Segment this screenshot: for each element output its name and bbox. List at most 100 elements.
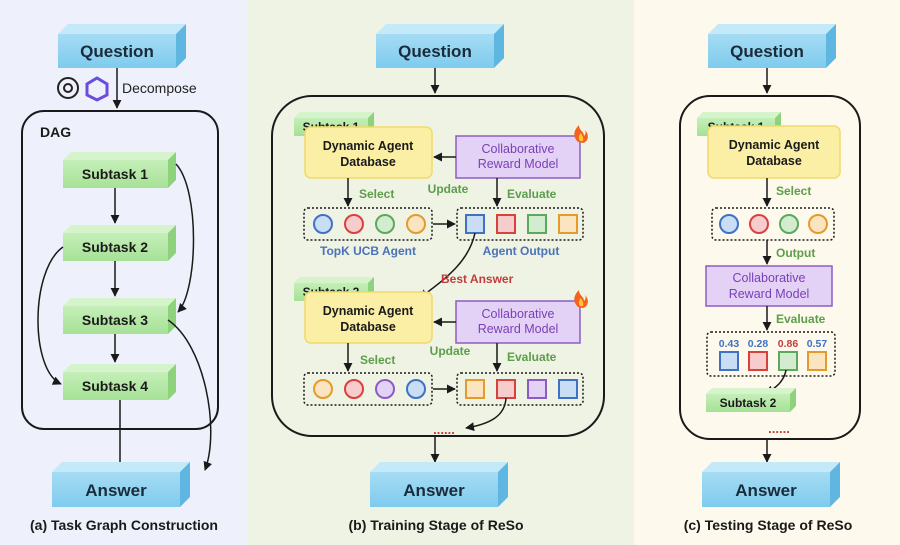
db-c-line1: Dynamic Agent: [729, 138, 820, 152]
agent-red-circle: [344, 379, 364, 399]
agent-orange-circle: [808, 214, 828, 234]
testing-container: [679, 95, 861, 440]
question-box-c: Question: [708, 24, 836, 68]
fire-icon: [574, 290, 588, 308]
panel-b: Question Subtask 1 Dynamic Agent Databas…: [271, 24, 605, 533]
question-label-c: Question: [730, 42, 804, 61]
select-label-b-2: Select: [360, 353, 395, 367]
topk-label: TopK UCB Agent: [320, 244, 416, 258]
openai-icon: [57, 77, 79, 99]
output-red-square: [748, 351, 768, 371]
subtask-c-2: Subtask 2: [706, 388, 796, 412]
training-container: [271, 95, 605, 437]
panel-a: Question Decompose DAG Subtask 1 Subtask…: [21, 24, 219, 533]
reward-model-b-2: Collaborative Reward Model: [455, 300, 581, 344]
subtask-c-2-label: Subtask 2: [720, 396, 777, 410]
panel-a-background: [0, 0, 248, 545]
rm-b-2-line1: Collaborative: [482, 307, 555, 321]
answer-label-c: Answer: [735, 481, 797, 500]
topk-agents-c: [711, 207, 835, 241]
evaluate-label-c: Evaluate: [776, 312, 826, 326]
output-red-square: [496, 214, 516, 234]
output-blue-square: [719, 351, 739, 371]
ellipsis-b: ......: [433, 422, 455, 437]
answer-box-b: Answer: [370, 462, 508, 507]
update-label-b-1: Update: [428, 182, 469, 196]
panel-c: Question Subtask 1 Dynamic Agent Databas…: [679, 24, 861, 533]
select-label-b-1: Select: [359, 187, 394, 201]
agent-outputs-b-2: [456, 372, 584, 406]
output-orange-square: [807, 351, 827, 371]
evaluate-label-b-1: Evaluate: [507, 187, 557, 201]
db-b-1-line2: Database: [340, 155, 396, 169]
agent-red-circle: [749, 214, 769, 234]
subtask-a-3: Subtask 3: [63, 298, 176, 334]
agent-green-circle: [779, 214, 799, 234]
output-orange-square: [465, 379, 485, 399]
output-red-square: [496, 379, 516, 399]
answer-label-a: Answer: [85, 481, 147, 500]
ellipsis-c: ......: [768, 421, 790, 436]
db-b-2-line1: Dynamic Agent: [323, 304, 414, 318]
subtask-a-4: Subtask 4: [63, 364, 176, 400]
subtask-a-4-label: Subtask 4: [82, 378, 148, 394]
question-box-b: Question: [376, 24, 504, 68]
subtask-a-1-label: Subtask 1: [82, 166, 148, 182]
answer-box-a: Answer: [52, 462, 190, 507]
subtask-a-2-label: Subtask 2: [82, 239, 148, 255]
agent-database-b-2: Dynamic Agent Database: [304, 291, 433, 344]
select-label-c: Select: [776, 184, 811, 198]
answer-box-c: Answer: [702, 462, 840, 507]
agent-orange-circle: [313, 379, 333, 399]
reward-model-b-1: Collaborative Reward Model: [455, 135, 581, 179]
output-green-square: [778, 351, 798, 371]
output-blue-square: [558, 379, 578, 399]
agent-green-circle: [375, 214, 395, 234]
subtask-a-2: Subtask 2: [63, 225, 176, 261]
topk-agents-b-2: [303, 372, 433, 406]
best-answer-label: Best Answer: [441, 272, 514, 286]
topk-agents-b-1: [303, 207, 433, 241]
agent-blue-circle: [406, 379, 426, 399]
rm-b-1-line1: Collaborative: [482, 142, 555, 156]
db-c-line2: Database: [746, 154, 802, 168]
score-4: 0.57: [807, 338, 828, 350]
rm-b-1-line2: Reward Model: [478, 157, 559, 171]
caption-c: (c) Testing Stage of ReSo: [684, 517, 853, 533]
caption-b: (b) Training Stage of ReSo: [348, 517, 523, 533]
subtask-a-1: Subtask 1: [63, 152, 176, 188]
question-label-b: Question: [398, 42, 472, 61]
agent-blue-circle: [313, 214, 333, 234]
decompose-label: Decompose: [122, 80, 197, 96]
output-purple-square: [527, 379, 547, 399]
agent-database-b-1: Dynamic Agent Database: [304, 126, 433, 179]
rm-c-line1: Collaborative: [733, 271, 806, 285]
output-blue-square: [465, 214, 485, 234]
output-green-square: [527, 214, 547, 234]
agent-red-circle: [344, 214, 364, 234]
question-label-a: Question: [80, 42, 154, 61]
score-1: 0.43: [719, 338, 740, 350]
scored-outputs-c: [706, 331, 836, 377]
rm-c-line2: Reward Model: [729, 287, 810, 301]
db-b-2-line2: Database: [340, 320, 396, 334]
fire-icon: [574, 125, 588, 143]
update-label-b-2: Update: [430, 344, 471, 358]
dag-label: DAG: [40, 124, 71, 140]
agent-output-label: Agent Output: [483, 244, 560, 258]
answer-label-b: Answer: [403, 481, 465, 500]
agent-outputs-b-1: [456, 207, 584, 241]
score-3: 0.86: [778, 338, 799, 350]
agent-orange-circle: [406, 214, 426, 234]
output-label-c: Output: [776, 246, 815, 260]
agent-database-c: Dynamic Agent Database: [707, 125, 841, 179]
output-orange-square: [558, 214, 578, 234]
score-2: 0.28: [748, 338, 769, 350]
qwen-icon: [85, 76, 109, 102]
reward-model-c: Collaborative Reward Model: [705, 265, 833, 307]
question-box-a: Question: [58, 24, 186, 68]
db-b-1-line1: Dynamic Agent: [323, 139, 414, 153]
subtask-a-3-label: Subtask 3: [82, 312, 148, 328]
panel-b-background: [248, 0, 634, 545]
